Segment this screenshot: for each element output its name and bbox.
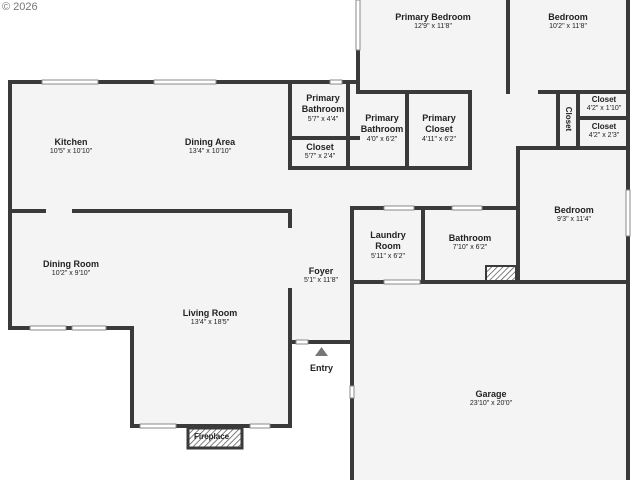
room-dims: 5'1" x 11'8" [304,277,338,285]
room-dims: 23'10" x 20'0" [469,400,513,408]
room-name: Dining Area [184,137,236,147]
room-name: Living Room [182,308,238,318]
window [349,385,355,399]
room-name: Garage [475,389,507,399]
room-name: Primary Bathroom [360,113,404,135]
room-dims: 5'7" x 4'4" [307,115,339,123]
room-name: Primary Bathroom [301,93,345,115]
room-dims: 4'0" x 6'2" [366,135,398,143]
window [153,79,217,85]
room-name: Closet [591,122,617,131]
room-dims: 10'2" x 11'8" [549,23,587,31]
window [383,205,415,211]
window [355,0,361,51]
room-primary-bedroom: Primary Bedroom 12'9" x 11'8" [365,12,501,32]
room-primary-bathroom-a: Primary Bathroom 5'7" x 4'4" [292,93,354,124]
room-closet-vertical: Closet [563,96,573,142]
room-name: Kitchen [54,137,88,147]
window [295,339,309,345]
room-laundry: Laundry Room 5'11" x 6'2" [356,230,420,261]
room-dining-room: Dining Room 10'2" x 9'10" [24,259,118,279]
room-dining-area: Dining Area 13'4" x 10'10" [166,137,254,157]
room-name: Closet [306,142,334,152]
room-dims: 5'11" x 6'2" [371,252,405,260]
room-closet-b: Closet 4'2" x 2'3" [580,122,628,141]
room-dims: 10'2" x 9'10" [51,270,91,278]
window [29,325,67,331]
room-bedroom-right: Bedroom 9'3" x 11'4" [528,205,620,225]
entry-arrow-icon [315,347,328,356]
window [383,279,421,285]
room-dims: 5'7" x 2'4" [304,153,336,161]
room-dims: 10'5" x 10'10" [49,148,93,156]
fireplace-hearth [186,426,244,450]
room-name: Foyer [308,266,334,276]
window [625,189,631,237]
room-name: Primary Closet [422,113,456,135]
room-name: Closet [591,95,617,104]
room-primary-closet: Primary Closet 4'11" x 6'2" [408,113,470,144]
window [71,325,107,331]
room-name: Dining Room [43,259,99,269]
window [329,79,343,85]
room-foyer: Foyer 5'1" x 11'8" [292,266,350,286]
room-garage: Garage 23'10" x 20'0" [446,389,536,409]
room-dims: 4'2" x 2'3" [588,132,620,139]
room-name: Laundry Room [370,230,406,252]
room-bathroom: Bathroom 7'10" x 6'2" [426,233,514,253]
room-closet-a: Closet 4'2" x 1'10" [580,95,628,114]
room-name: Bedroom [548,12,588,22]
copyright-text: © 2026 [2,1,38,13]
room-dims: 13'4" x 18'5" [190,319,230,327]
window [41,79,99,85]
room-name: Bathroom [448,233,492,243]
room-name: Closet [564,106,573,132]
window [249,423,271,429]
room-bedroom-top: Bedroom 10'2" x 11'8" [512,12,624,32]
room-dims: 12'9" x 11'8" [414,23,452,31]
room-kitchen: Kitchen 10'5" x 10'10" [30,137,112,157]
room-dims: 4'2" x 1'10" [586,105,622,112]
floor-fill [10,0,630,480]
window [451,205,483,211]
entry-label: Entry [310,363,334,373]
room-primary-bathroom-b: Primary Bathroom 4'0" x 6'2" [352,113,412,144]
room-name: Bedroom [554,205,594,215]
room-dims: 4'11" x 6'2" [422,135,456,143]
room-dims: 9'3" x 11'4" [557,216,591,224]
room-name: Primary Bedroom [395,12,471,22]
fireplace-label: Fireplace [194,432,230,441]
room-closet-small: Closet 5'7" x 2'4" [292,142,348,162]
room-living-room: Living Room 13'4" x 18'5" [164,308,256,328]
window [139,423,177,429]
windows [29,0,631,429]
bathroom-fixture [485,265,517,282]
room-dims: 7'10" x 6'2" [452,244,488,252]
room-dims: 13'4" x 10'10" [188,148,232,156]
